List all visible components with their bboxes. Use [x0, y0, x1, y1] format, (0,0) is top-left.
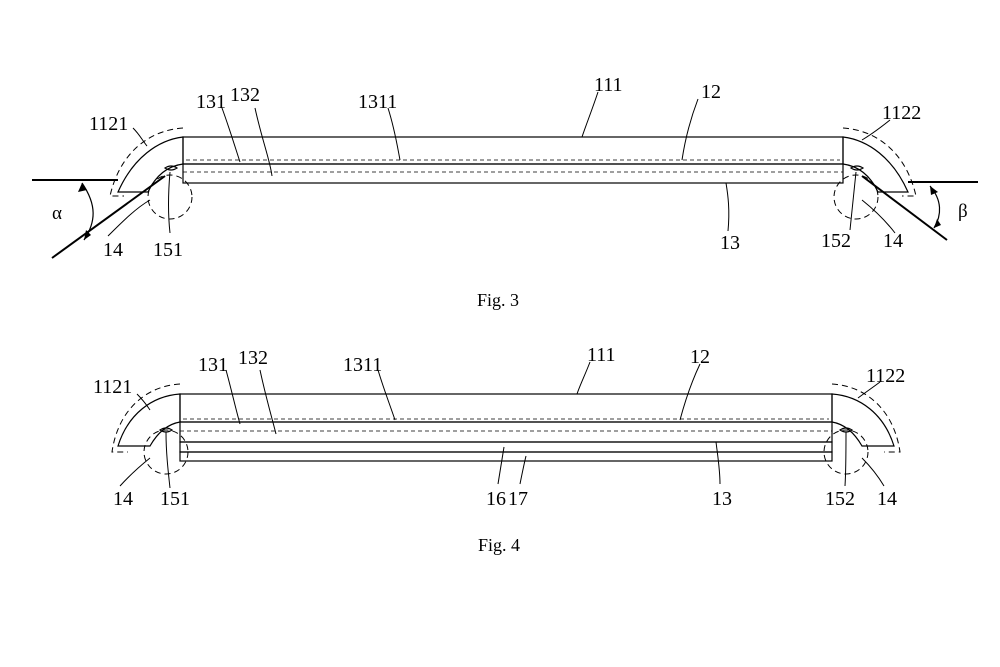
angle-alpha-slant [51, 175, 166, 259]
connector-152 [838, 427, 854, 433]
label-152: 152 [825, 488, 855, 510]
label-13: 13 [712, 488, 732, 510]
label-1122: 1122 [866, 365, 905, 387]
label-1311: 1311 [343, 354, 382, 376]
label-16: 16 [486, 488, 506, 510]
label-111: 111 [587, 344, 616, 366]
label-1122: 1122 [882, 102, 921, 124]
region-14-left [147, 174, 193, 220]
connector-151 [158, 427, 174, 433]
curved-edge-1121 [117, 393, 181, 447]
region-14-left [143, 429, 189, 475]
label-14-left: 14 [103, 239, 123, 261]
label-132: 132 [230, 84, 260, 106]
label-151: 151 [160, 488, 190, 510]
label-12: 12 [690, 346, 710, 368]
label-alpha: α [52, 203, 62, 224]
layer-13 [182, 163, 844, 184]
layer-13 [179, 421, 833, 443]
label-14-right: 14 [883, 230, 903, 252]
caption-fig-3: Fig. 3 [477, 290, 519, 310]
label-131: 131 [198, 354, 228, 376]
angle-beta-slant [861, 175, 948, 241]
layer-17 [179, 451, 833, 462]
curved-edge-1122 [842, 136, 909, 193]
label-14-right: 14 [877, 488, 897, 510]
edge-outline-left [111, 383, 181, 453]
label-131: 131 [196, 91, 226, 113]
edge-outline-left [109, 127, 184, 197]
curved-edge-1122 [831, 393, 895, 447]
figure-3: 1121 131 132 1311 111 12 1122 13 14 151 … [32, 74, 978, 310]
cover-plate-111 [182, 136, 844, 165]
edge-outline-right [831, 383, 901, 453]
label-beta: β [958, 201, 968, 222]
label-111: 111 [594, 74, 623, 96]
label-17: 17 [508, 488, 528, 510]
caption-fig-4: Fig. 4 [478, 535, 520, 555]
layer-16 [179, 441, 833, 453]
cover-plate-111 [179, 393, 833, 423]
label-152: 152 [821, 230, 851, 252]
label-132: 132 [238, 347, 268, 369]
connector-152 [849, 165, 865, 171]
connector-151 [163, 165, 179, 171]
curved-edge-1121 [117, 136, 184, 193]
region-14-right [833, 174, 879, 220]
label-151: 151 [153, 239, 183, 261]
label-1311: 1311 [358, 91, 397, 113]
figure-4: 1121 131 132 1311 111 12 1122 13 14 151 … [93, 344, 905, 555]
label-14-left: 14 [113, 488, 133, 510]
label-1121: 1121 [93, 376, 132, 398]
label-1121: 1121 [89, 113, 128, 135]
edge-outline-right [842, 127, 917, 197]
label-12: 12 [701, 81, 721, 103]
label-13: 13 [720, 232, 740, 254]
